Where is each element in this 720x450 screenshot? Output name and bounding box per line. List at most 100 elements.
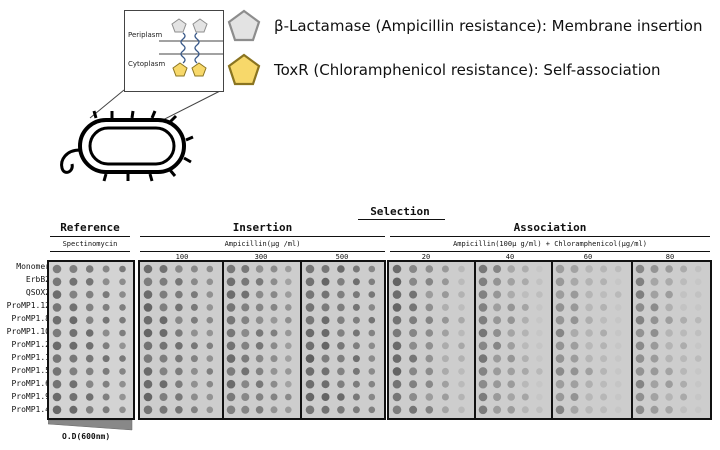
colony-spot [159, 303, 168, 312]
colony-spot [102, 367, 110, 375]
colony-spot [206, 368, 214, 375]
colony-spot [241, 290, 250, 299]
colony-spot [143, 392, 153, 402]
colony-spot [425, 290, 434, 299]
colony-spot [521, 291, 529, 299]
colony-spot [507, 329, 515, 337]
colony-spot [270, 265, 278, 273]
colony-spot [85, 406, 94, 414]
colony-spot [570, 277, 579, 286]
colony-spot [680, 265, 688, 273]
colony-spot [555, 303, 565, 312]
colony-spot [69, 405, 78, 414]
colony-spot [119, 265, 126, 273]
colony-spot [585, 367, 593, 376]
colony-spot [321, 277, 330, 286]
colony-spot [665, 290, 673, 299]
association-conc-80: 80 [665, 253, 675, 261]
colony-spot [52, 264, 62, 274]
colony-spot [694, 342, 702, 350]
colony-spot [119, 380, 126, 388]
colony-spot [493, 341, 502, 350]
colony-spot [337, 367, 345, 376]
colony-spot [507, 290, 515, 299]
colony-spot [392, 277, 402, 287]
association-conc-40: 40 [505, 253, 515, 261]
bacterium-schematic [60, 89, 223, 182]
colony-spot [337, 393, 345, 401]
colony-spot [585, 406, 593, 414]
colony-spot [650, 303, 659, 312]
colony-spot [536, 342, 543, 350]
colony-spot [159, 393, 168, 401]
strain-label: ProMP1.6 [11, 379, 50, 388]
colony-spot [585, 303, 593, 312]
colony-spot [478, 290, 488, 299]
colony-spot [600, 342, 608, 350]
colony-spot [175, 354, 183, 363]
colony-spot [255, 303, 264, 312]
colony-spot [665, 278, 673, 286]
colony-spot [585, 278, 593, 286]
colony-spot [441, 393, 449, 401]
colony-spot [143, 264, 153, 274]
colony-spot [507, 406, 515, 414]
colony-spot [159, 380, 168, 389]
colony-spot [52, 290, 62, 299]
colony-spot [143, 341, 153, 351]
colony-spot [85, 354, 94, 363]
colony-spot [368, 380, 376, 388]
association-plate-panel [387, 260, 712, 420]
colony-spot [102, 291, 110, 299]
colony-spot [665, 393, 673, 401]
colony-spot [159, 341, 168, 350]
colony-spot [190, 303, 198, 311]
colony-spot [635, 315, 645, 325]
colony-spot [650, 329, 659, 337]
colony-spot [665, 265, 673, 273]
insertion-conc-300: 300 [254, 253, 268, 261]
colony-spot [409, 405, 418, 414]
toxr-icon [172, 62, 188, 77]
colony-spot [441, 355, 449, 363]
colony-spot [585, 316, 593, 324]
colony-spot [175, 367, 183, 376]
colony-spot [478, 405, 488, 415]
colony-spot [255, 265, 264, 273]
colony-spot [270, 406, 278, 414]
colony-spot [478, 315, 488, 325]
colony-spot [321, 329, 330, 337]
colony-spot [521, 406, 529, 414]
colony-spot [458, 329, 465, 337]
strain-label: ProMP1.12 [6, 301, 50, 310]
colony-spot [493, 405, 502, 414]
colony-spot [507, 278, 515, 286]
colony-spot [507, 342, 515, 350]
colony-spot [536, 393, 543, 401]
strain-label: QSOX2 [25, 288, 50, 297]
colony-spot [241, 380, 250, 389]
colony-spot [85, 303, 94, 312]
association-conc-60: 60 [583, 253, 593, 261]
colony-spot [285, 304, 292, 311]
colony-spot [69, 380, 78, 389]
colony-spot [392, 379, 402, 389]
colony-spot [441, 406, 449, 414]
colony-spot [206, 304, 214, 311]
colony-spot [368, 329, 376, 337]
colony-spot [425, 342, 434, 350]
colony-spot [190, 406, 198, 414]
insertion-heading: Insertion [232, 221, 293, 234]
colony-spot [680, 291, 688, 299]
insertion-conc-500: 500 [335, 253, 349, 261]
colony-spot [478, 379, 488, 389]
colony-spot [392, 392, 402, 402]
colony-spot [352, 367, 360, 375]
colony-spot [585, 290, 593, 299]
colony-spot [337, 278, 345, 286]
colony-spot [493, 265, 502, 273]
colony-spot [600, 303, 608, 311]
colony-spot [392, 303, 402, 312]
pili [92, 110, 194, 182]
colony-spot [493, 316, 502, 325]
